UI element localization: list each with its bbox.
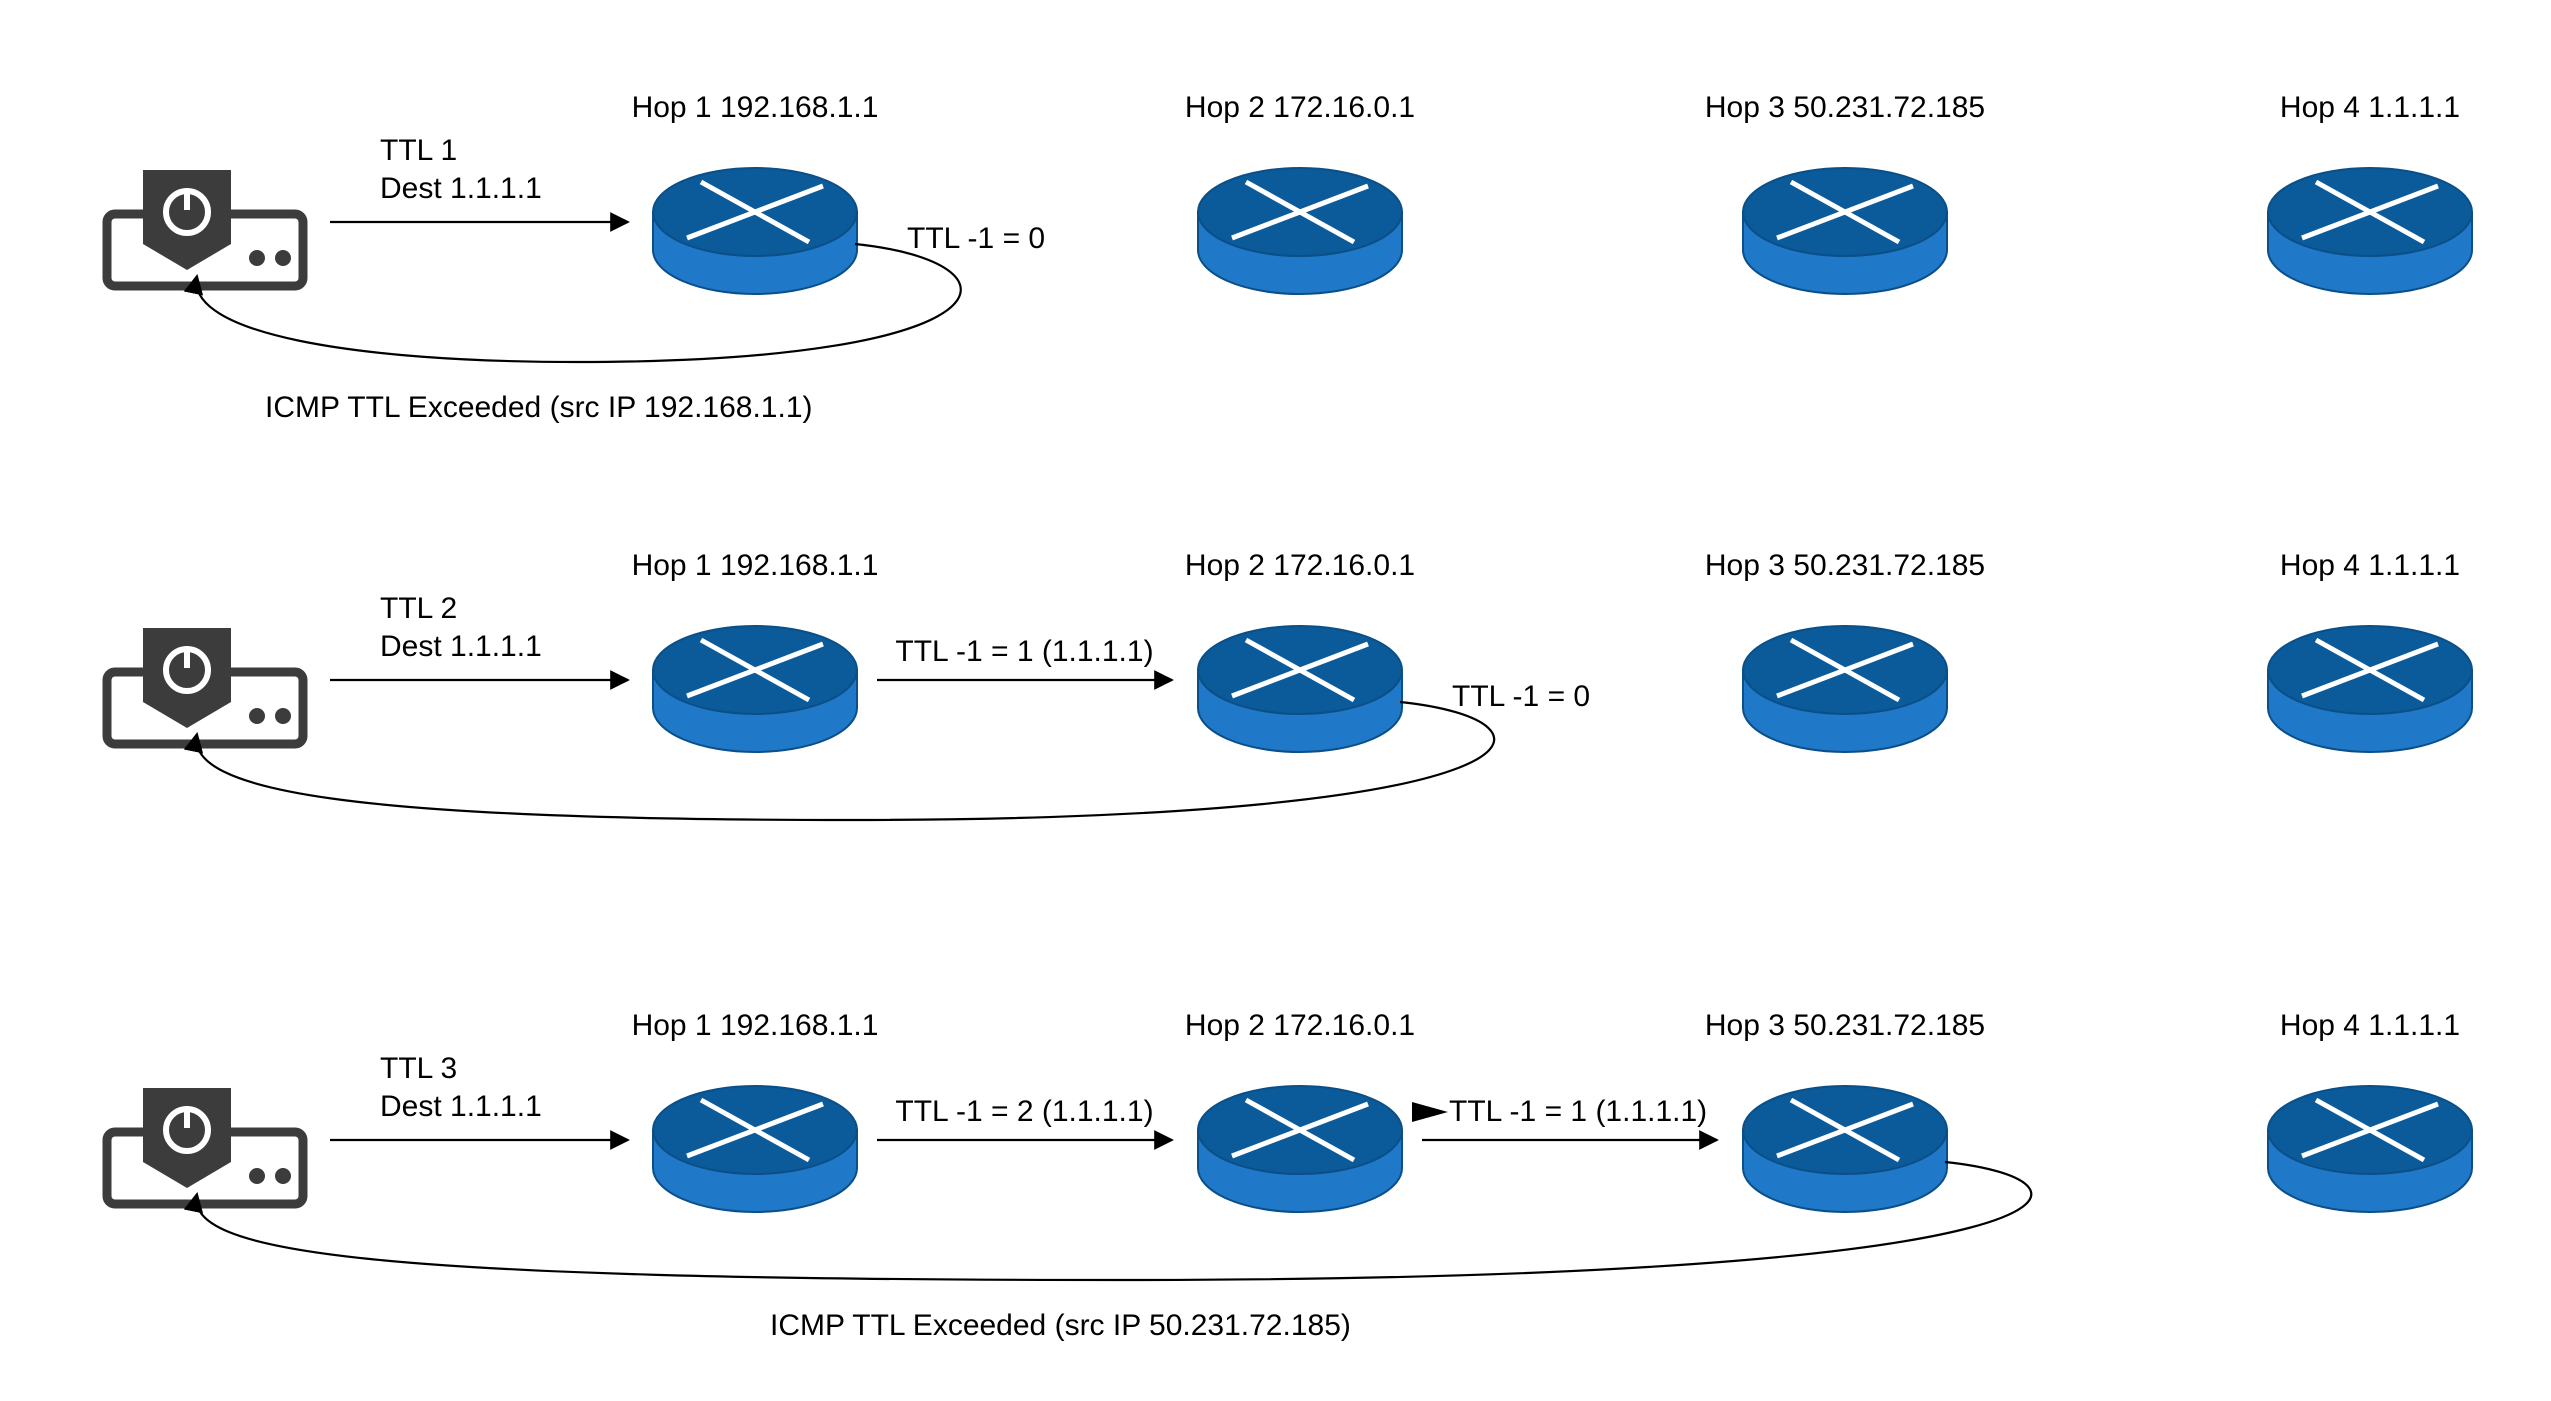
forward-label: TTL -1 = 1 (1.1.1.1) (895, 635, 1153, 668)
router-icon (1743, 168, 1947, 294)
router-icon (2268, 1086, 2472, 1212)
hop-label: Hop 3 50.231.72.185 (1705, 91, 1985, 124)
ttl-label: TTL 3 (380, 1052, 457, 1085)
source-computer-icon (107, 1088, 303, 1204)
hop-label: Hop 2 172.16.0.1 (1185, 91, 1415, 124)
hop-label: Hop 1 192.168.1.1 (632, 1009, 879, 1042)
hop-label: Hop 3 50.231.72.185 (1705, 549, 1985, 582)
dest-label: Dest 1.1.1.1 (380, 1090, 542, 1123)
ttl-expire-label: TTL -1 = 0 (907, 222, 1045, 255)
hop-label: Hop 3 50.231.72.185 (1705, 1009, 1985, 1042)
router-icon (2268, 626, 2472, 752)
dest-label: Dest 1.1.1.1 (380, 172, 542, 205)
router-icon (1743, 626, 1947, 752)
trace-row-1: Hop 1 192.168.1.1 Hop 2 172.16.0.1 Hop 3 5… (107, 91, 2472, 424)
icmp-return-label: ICMP TTL Exceeded (src IP 192.168.1.1) (265, 391, 813, 424)
ttl-label: TTL 1 (380, 134, 457, 167)
trace-row-2: Hop 1 192.168.1.1 Hop 2 172.16.0.1 Hop 3 5… (107, 549, 2472, 822)
dest-label: Dest 1.1.1.1 (380, 630, 542, 663)
forward-arrowhead (1412, 1102, 1448, 1122)
hop-label: Hop 4 1.1.1.1 (2280, 549, 2460, 582)
hop-label: Hop 4 1.1.1.1 (2280, 1009, 2460, 1042)
trace-row-3: Hop 1 192.168.1.1 Hop 2 172.16.0.1 Hop 3 5… (107, 1009, 2472, 1342)
router-icon (653, 626, 857, 752)
source-computer-icon (107, 170, 303, 286)
icmp-return-arrow (183, 1160, 2033, 1282)
icmp-return-arrow (183, 700, 1496, 822)
hop-label: Hop 1 192.168.1.1 (632, 91, 879, 124)
hop-label: Hop 4 1.1.1.1 (2280, 91, 2460, 124)
forward-label: TTL -1 = 2 (1.1.1.1) (895, 1095, 1153, 1128)
router-icon (1198, 1086, 1402, 1212)
icmp-return-label: ICMP TTL Exceeded (src IP 50.231.72.185) (770, 1309, 1351, 1342)
hop-label: Hop 2 172.16.0.1 (1185, 1009, 1415, 1042)
router-icon (653, 168, 857, 294)
forward-label: TTL -1 = 1 (1.1.1.1) (1449, 1095, 1707, 1128)
router-icon (1198, 626, 1402, 752)
source-computer-icon (107, 628, 303, 744)
ttl-label: TTL 2 (380, 592, 457, 625)
router-icon (1198, 168, 1402, 294)
router-icon (2268, 168, 2472, 294)
router-icon (1743, 1086, 1947, 1212)
hop-label: Hop 1 192.168.1.1 (632, 549, 879, 582)
icmp-return-arrow (183, 242, 962, 364)
hop-label: Hop 2 172.16.0.1 (1185, 549, 1415, 582)
router-icon (653, 1086, 857, 1212)
ttl-expire-label: TTL -1 = 0 (1452, 680, 1590, 713)
